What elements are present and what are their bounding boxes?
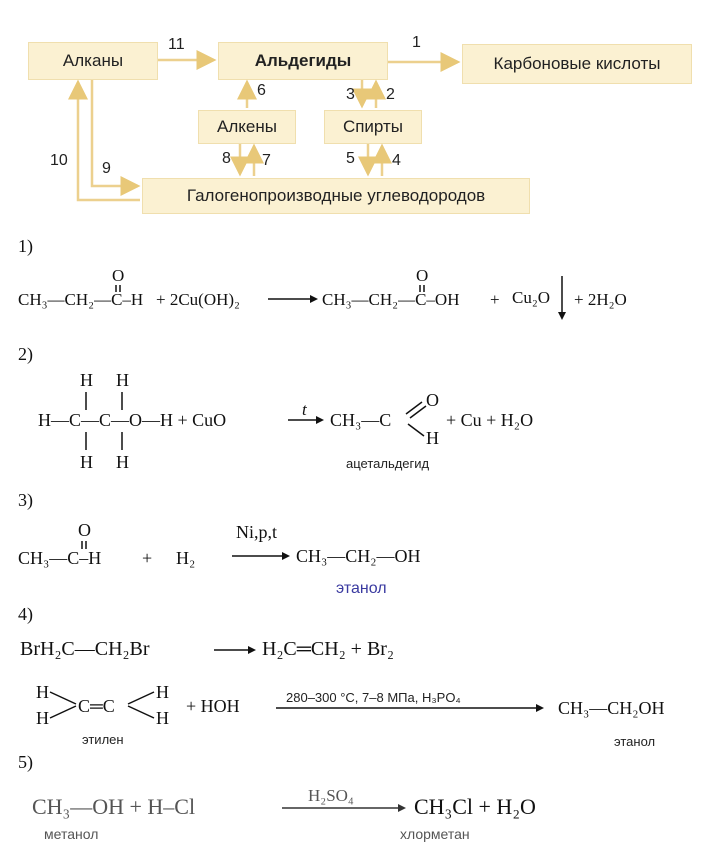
name-chloromethane: хлорметан	[400, 826, 470, 842]
reactant-dibromoethane: BrH₂C—CH₂Br	[20, 638, 150, 660]
reactant-ethanol-structural: H—C—C—O—H + CuO	[38, 410, 227, 430]
product-propanoic-acid: CH₃—CH₂—C–OH	[322, 290, 460, 309]
reactant-acetaldehyde: CH₃—C–H	[18, 548, 102, 568]
name-acetaldehyde: ацетальдегид	[346, 456, 430, 471]
plus-sign: +	[142, 548, 153, 568]
reagent-water: + HOH	[186, 696, 240, 716]
arrow-number: 3	[346, 86, 355, 103]
o-atom: O	[112, 266, 125, 285]
product-ethylene-bromine: H₂C═CH₂ + Br₂	[262, 638, 394, 660]
condition-catalyst: Ni,p,t	[236, 522, 278, 542]
reaction-number: 4)	[18, 604, 33, 624]
reagent-h2: H₂	[176, 548, 196, 568]
box-alkany: Алканы	[28, 42, 158, 80]
arrow-number: 2	[386, 86, 395, 103]
product-chloromethane-water: CH₃Cl + H₂O	[414, 794, 536, 819]
reaction-number: 3)	[18, 490, 33, 510]
product-acetaldehyde: CH₃—C	[330, 410, 392, 430]
arrow-number: 5	[346, 150, 355, 167]
h-atom: H	[116, 370, 129, 390]
o-atom: O	[416, 266, 429, 285]
name-ethylene: этилен	[82, 732, 124, 747]
arrow-number: 8	[222, 150, 231, 167]
reactants-methanol-hcl: CH₃—OH + H–Cl	[32, 794, 196, 819]
box-aldegidy: Альдегиды	[218, 42, 388, 80]
arrow-number: 6	[257, 82, 266, 99]
arrow-number: 4	[392, 152, 401, 169]
ethylene-c-c: C═C	[78, 696, 115, 716]
product-ethanol: CH₃—CH₂OH	[558, 698, 665, 718]
arrow-number: 9	[102, 160, 111, 177]
h-atom: H	[156, 682, 169, 702]
reactant-propanal: CH₃—CH₂—C–H	[18, 290, 144, 309]
h-atom: H	[36, 708, 49, 728]
h-atom: H	[156, 708, 169, 728]
h-atom: H	[116, 452, 129, 472]
arrow-number: 10	[50, 152, 68, 169]
arrow-number: 11	[168, 36, 185, 53]
product-ethanol: CH₃—CH₂—OH	[296, 546, 421, 566]
name-methanol: метанол	[44, 826, 99, 842]
box-galogenoproizvodnye: Галогенопроизводные углеводородов	[142, 178, 530, 214]
plus-sign: +	[490, 290, 500, 309]
box-spirty: Спирты	[324, 110, 422, 144]
h-atom: H	[80, 452, 93, 472]
box-karbonovye-kisloty: Карбоновые кислоты	[462, 44, 692, 84]
products-cu-water: + Cu + H₂O	[446, 410, 534, 430]
product-water: + 2H₂O	[574, 290, 627, 309]
reagent-cu-oh-2: + 2Cu(OH)₂	[156, 290, 240, 309]
reaction-number: 5)	[18, 752, 33, 772]
reaction-number: 2)	[18, 344, 33, 364]
condition-t: t	[302, 400, 307, 419]
arrow-number: 7	[262, 152, 271, 169]
o-atom: O	[426, 390, 439, 410]
h-atom: H	[36, 682, 49, 702]
h-atom: H	[426, 428, 439, 448]
arrow-number: 1	[412, 34, 421, 51]
o-atom: O	[78, 520, 91, 540]
h-atom: H	[80, 370, 93, 390]
product-cu2o: Cu₂O	[512, 288, 551, 307]
condition-h2so4: H₂SO₄	[308, 786, 354, 805]
name-ethanol: этанол	[336, 580, 387, 597]
reaction-number: 1)	[18, 236, 33, 256]
name-ethanol: этанол	[614, 734, 656, 749]
condition-hydration: 280–300 °C, 7–8 МПа, H₃PO₄	[286, 690, 461, 705]
